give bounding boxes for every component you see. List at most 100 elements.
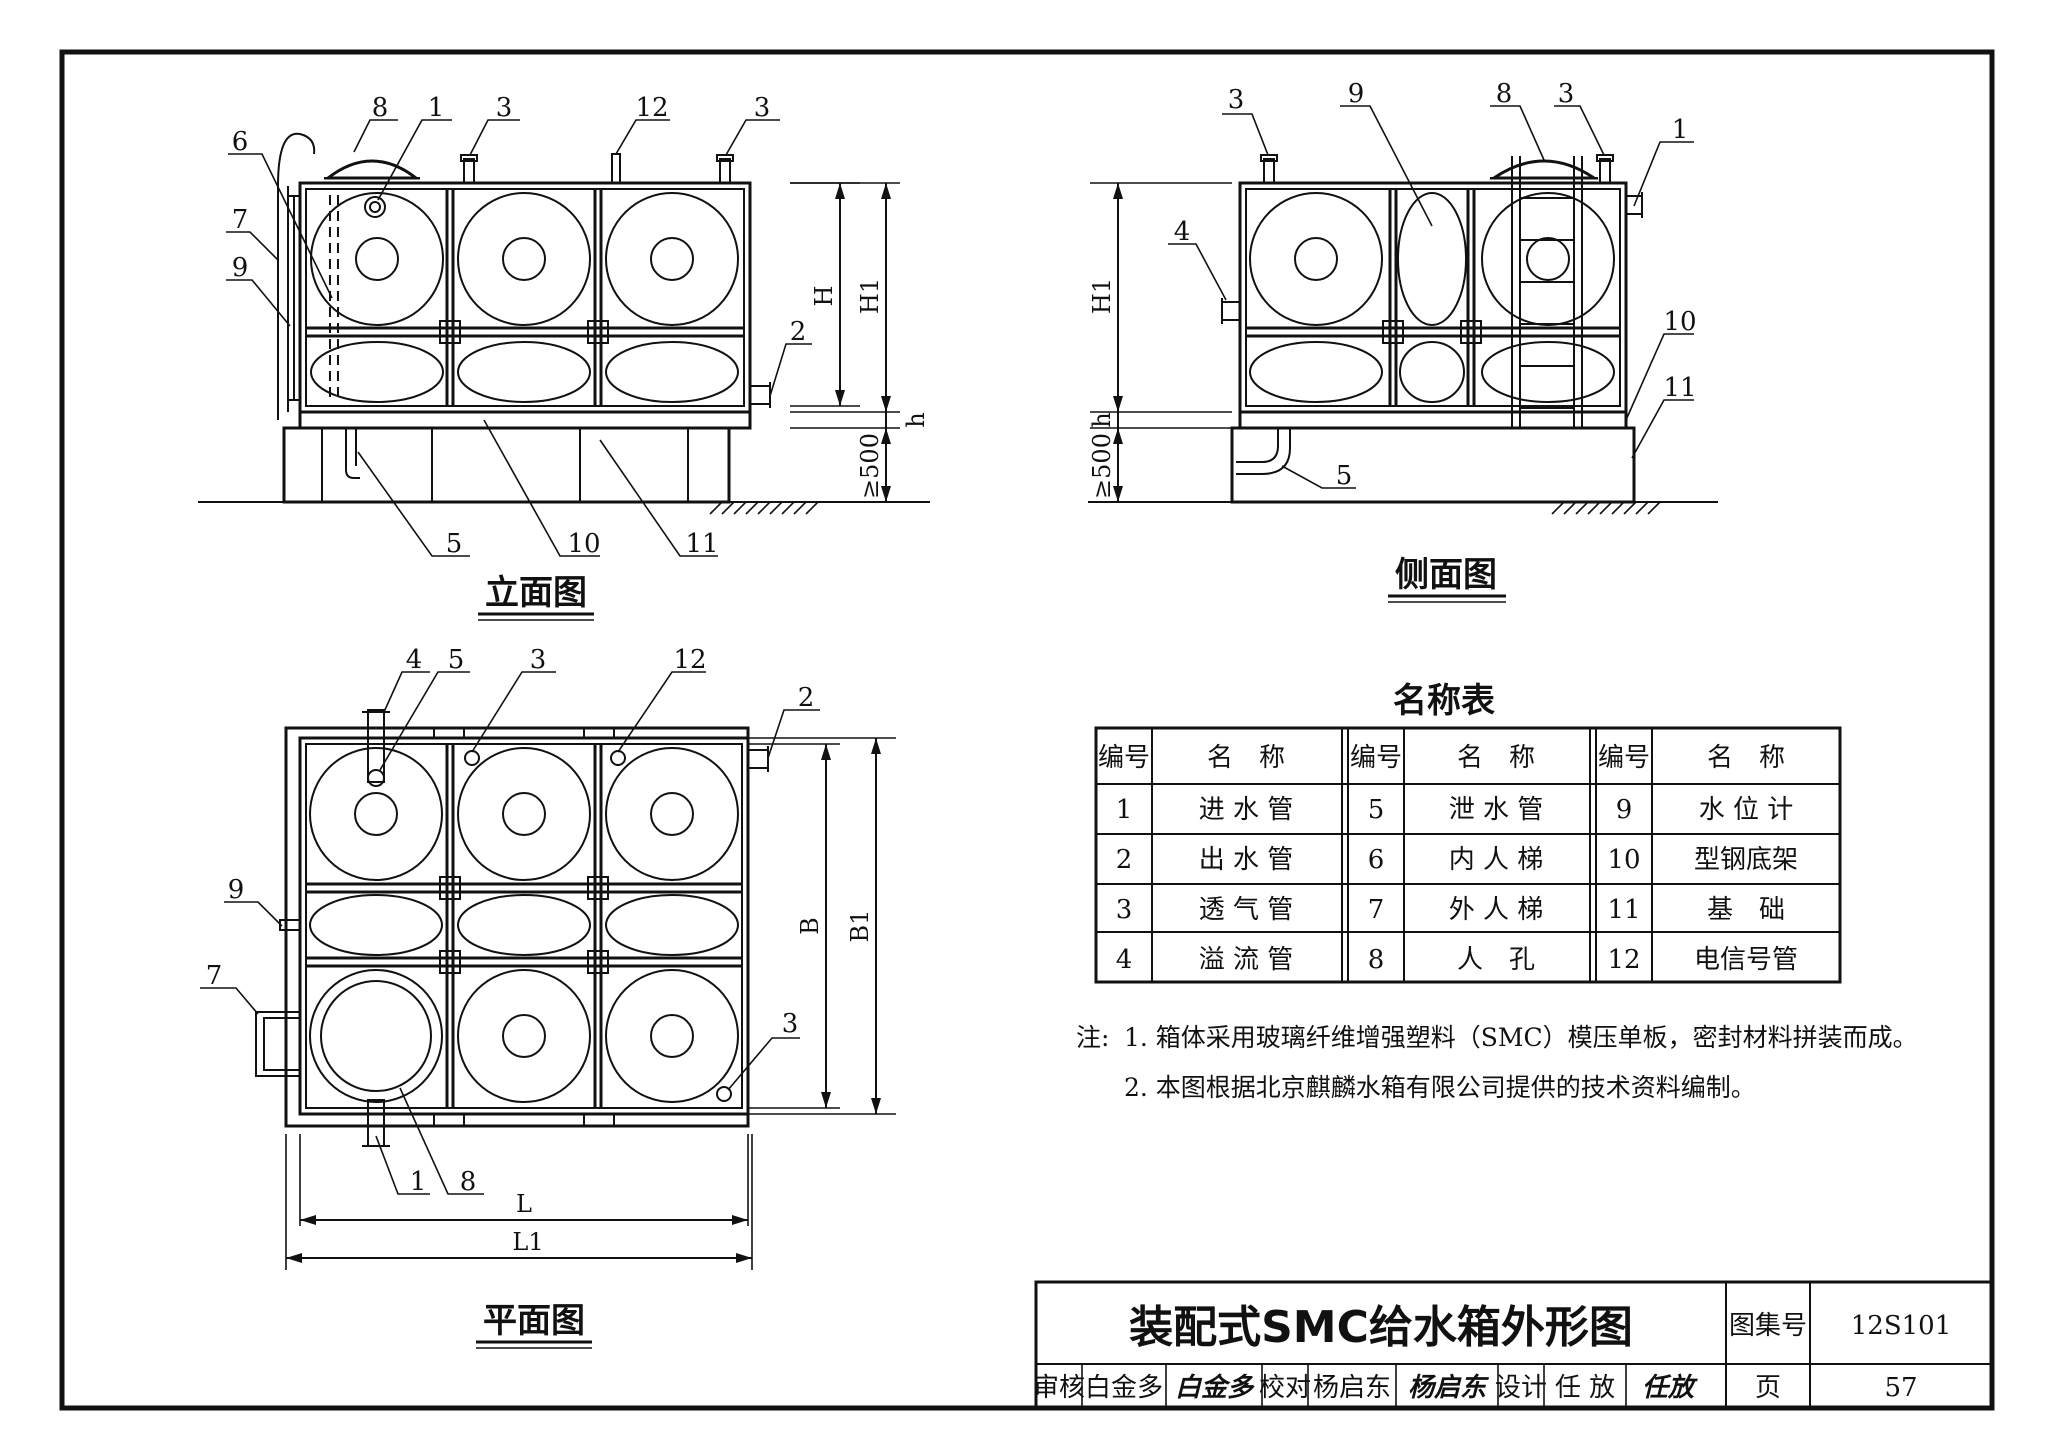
design-label: 设计 [1495, 1373, 1547, 1403]
callout-label: 8 [460, 1167, 477, 1197]
callout-label: 3 [1558, 79, 1575, 109]
table-cell: 人 孔 [1457, 945, 1535, 975]
drawing-title: 装配式SMC给水箱外形图 [1129, 1302, 1633, 1353]
check-label: 校对 [1259, 1373, 1311, 1403]
table-header: 编号 [1098, 743, 1150, 773]
atlas-no: 12S101 [1851, 1311, 1952, 1341]
side-callouts: 3 9 8 3 1 4 10 11 5 [1168, 79, 1697, 491]
designer-name: 任 放 [1555, 1373, 1615, 1403]
notes-label: 注: [1076, 1023, 1109, 1052]
callout-label: 1 [1672, 115, 1689, 145]
table-cell: 基 础 [1707, 895, 1785, 925]
callout-label: 4 [406, 645, 423, 675]
plan-view-title: 平面图 [483, 1301, 585, 1341]
foundation [282, 426, 731, 504]
checker-name: 杨启东 [1313, 1373, 1391, 1403]
callout-label: 3 [530, 645, 547, 675]
table-cell: 1 [1116, 795, 1133, 825]
dim-ge500: ≥500 [856, 433, 884, 499]
callout-label: 3 [782, 1009, 799, 1039]
dim-h-side: h [1088, 412, 1116, 427]
table-cell: 内 人 梯 [1449, 845, 1544, 875]
page-label: 页 [1755, 1373, 1781, 1403]
callout-label: 10 [567, 529, 600, 559]
table-cell: 泄 水 管 [1449, 795, 1544, 825]
tank-body [298, 181, 752, 414]
table-cell: 9 [1616, 795, 1633, 825]
steel-base-frame [298, 410, 752, 430]
callout-label: 6 [232, 127, 249, 157]
table-cell: 出 水 管 [1199, 845, 1294, 875]
table-cell: 进 水 管 [1199, 795, 1294, 825]
elevation-view: H H1 h ≥500 8 1 3 12 3 6 7 9 2 5 1 [198, 93, 930, 621]
table-cell: 型钢底架 [1694, 845, 1798, 875]
callout-label: 1 [428, 93, 445, 123]
side-view-title: 侧面图 [1395, 555, 1497, 595]
callout-label: 8 [1496, 79, 1513, 109]
page-no: 57 [1884, 1373, 1917, 1403]
dim-H: H [810, 286, 838, 307]
notes: 注: 1. 箱体采用玻璃纤维增强塑料（SMC）模压单板，密封材料拼装而成。 2.… [1076, 1023, 1918, 1102]
callout-label: 11 [1663, 373, 1696, 403]
callout-label: 2 [790, 317, 807, 347]
table-header: 名 称 [1707, 743, 1785, 773]
callout-label: 7 [206, 961, 223, 991]
table-header: 编号 [1350, 743, 1402, 773]
table-cell: 3 [1116, 895, 1133, 925]
table-header: 编号 [1598, 743, 1650, 773]
table-cell: 8 [1368, 945, 1385, 975]
table-cell: 溢 流 管 [1199, 945, 1294, 975]
table-cell: 4 [1116, 945, 1133, 975]
dim-H1: H1 [856, 278, 884, 314]
callout-label: 9 [228, 875, 245, 905]
parts-table: 名称表 编号 名 称 编号 名 称 编号 名 称 1 进 水 管 5 泄 水 管… [1094, 681, 1842, 984]
side-foundation [1230, 426, 1636, 504]
callout-label: 1 [410, 1167, 427, 1197]
table-cell: 5 [1368, 795, 1385, 825]
callout-label: 3 [754, 93, 771, 123]
table-cell: 10 [1607, 845, 1640, 875]
callout-label: 9 [232, 253, 249, 283]
plan-foundation [284, 726, 750, 1128]
callout-label: 9 [1348, 79, 1365, 109]
callout-label: 12 [673, 645, 706, 675]
table-cell: 外 人 梯 [1449, 895, 1544, 925]
ground-hatch [709, 501, 819, 515]
side-base-frame [1238, 410, 1628, 430]
plan-callouts: 4 5 3 12 2 9 7 3 1 8 [200, 645, 820, 1197]
designer-signature: 任放 [1642, 1373, 1698, 1403]
callout-label: 3 [1228, 85, 1245, 115]
plan-view: B B1 L L1 4 5 3 12 2 9 7 [200, 645, 896, 1349]
callout-label: 8 [372, 93, 389, 123]
sheet-border [59, 49, 1995, 1411]
callout-label: 5 [446, 529, 463, 559]
table-cell: 透 气 管 [1199, 895, 1294, 925]
dim-B1: B1 [846, 910, 874, 943]
callout-label: 10 [1663, 307, 1696, 337]
dim-B: B [796, 917, 824, 935]
review-label: 审核 [1033, 1373, 1085, 1403]
side-view: H1 h ≥500 3 9 8 3 1 4 10 11 5 侧面图 [1088, 79, 1718, 603]
reviewer-name: 白金多 [1085, 1373, 1163, 1403]
table-cell: 7 [1368, 895, 1385, 925]
table-cell: 水 位 计 [1699, 795, 1794, 825]
dim-ge500-side: ≥500 [1088, 433, 1116, 499]
side-tank-body [1238, 181, 1628, 414]
callout-label: 2 [798, 683, 815, 713]
parts-table-title: 名称表 [1393, 681, 1495, 721]
callout-label: 5 [1336, 461, 1353, 491]
atlas-no-label: 图集号 [1729, 1311, 1807, 1341]
callout-label: 7 [232, 205, 249, 235]
table-header: 名 称 [1457, 743, 1535, 773]
callout-label: 4 [1174, 217, 1191, 247]
elevation-callouts: 8 1 3 12 3 6 7 9 2 5 10 11 [226, 93, 812, 559]
reviewer-signature: 白金多 [1175, 1373, 1255, 1403]
dim-H1-side: H1 [1088, 278, 1116, 314]
callout-label: 5 [448, 645, 465, 675]
callout-label: 12 [635, 93, 668, 123]
dim-h: h [902, 412, 930, 427]
checker-signature: 杨启东 [1408, 1373, 1490, 1403]
table-header: 名 称 [1207, 743, 1285, 773]
table-cell: 6 [1368, 845, 1385, 875]
